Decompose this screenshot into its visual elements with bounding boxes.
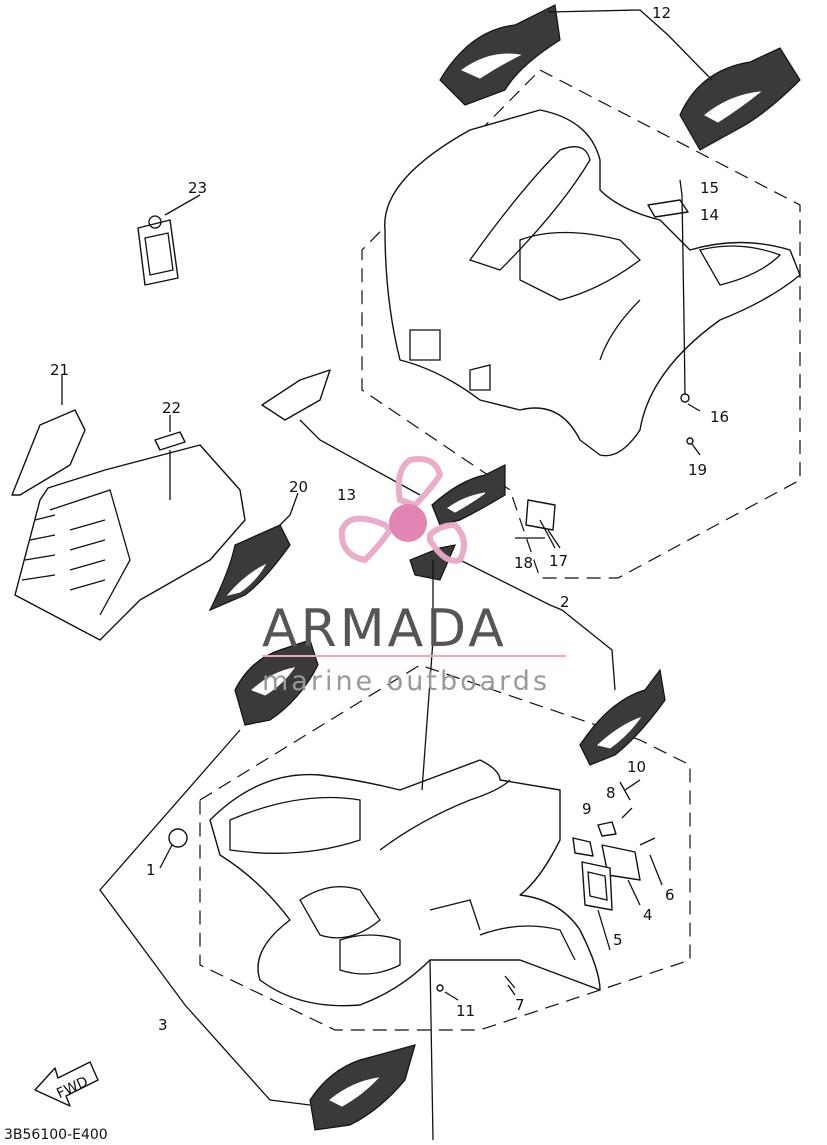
callout-17: 17 xyxy=(549,552,568,570)
callout-11: 11 xyxy=(456,1002,475,1020)
callout-labels: 1 2 3 4 5 6 7 8 9 10 11 12 13 14 15 16 1… xyxy=(50,4,729,1034)
nut-11 xyxy=(436,984,444,992)
callout-13: 13 xyxy=(337,486,356,504)
callout-5: 5 xyxy=(613,931,623,949)
plate-17 xyxy=(525,499,556,531)
callout-21: 21 xyxy=(50,361,69,379)
decal-2 xyxy=(579,668,666,766)
armada-watermark: ARMADA marine outboards xyxy=(262,456,566,697)
front-fender-group xyxy=(199,664,691,1031)
callout-15: 15 xyxy=(700,179,719,197)
callout-3: 3 xyxy=(158,1016,168,1034)
callout-9: 9 xyxy=(582,800,592,818)
callout-22: 22 xyxy=(162,399,181,417)
decal-12-right xyxy=(679,47,801,151)
callout-4: 4 xyxy=(643,906,653,924)
plate-4 xyxy=(601,844,641,881)
tag-23 xyxy=(137,215,179,286)
plate-5 xyxy=(581,861,613,911)
callout-6: 6 xyxy=(665,886,675,904)
callout-10: 10 xyxy=(627,758,646,776)
cap-1 xyxy=(168,828,188,848)
propeller-logo-icon xyxy=(338,456,467,564)
leader-12 xyxy=(547,9,713,81)
callout-16: 16 xyxy=(710,408,729,426)
plate-9 xyxy=(572,837,594,857)
small-panel-13 xyxy=(261,369,331,421)
callout-2: 2 xyxy=(560,593,570,611)
label-22 xyxy=(154,431,186,451)
decal-20 xyxy=(208,524,291,612)
watermark-subtitle: marine outboards xyxy=(262,666,550,697)
watermark-title: ARMADA xyxy=(262,599,507,659)
side-panel-21 xyxy=(11,409,246,641)
label-14 xyxy=(647,199,689,218)
decal-12-left xyxy=(439,4,561,106)
plate-8 xyxy=(597,821,617,837)
grommet-16 xyxy=(680,393,690,403)
callout-7: 7 xyxy=(515,996,525,1014)
callout-18: 18 xyxy=(514,554,533,572)
fwd-arrow: FWD xyxy=(34,1061,99,1107)
diagram-code: 3B56100-E400 xyxy=(4,1127,108,1143)
callout-8: 8 xyxy=(606,784,616,802)
decal-13 xyxy=(431,464,506,526)
decal-3-upper xyxy=(234,639,319,726)
rear-fender-group xyxy=(361,69,801,579)
decal-3-lower xyxy=(309,1044,416,1131)
callout-23: 23 xyxy=(188,179,207,197)
callout-20: 20 xyxy=(289,478,308,496)
callout-14: 14 xyxy=(700,206,719,224)
screw-19 xyxy=(686,437,694,445)
callout-1: 1 xyxy=(146,861,156,879)
callout-19: 19 xyxy=(688,461,707,479)
callout-12: 12 xyxy=(652,4,671,22)
